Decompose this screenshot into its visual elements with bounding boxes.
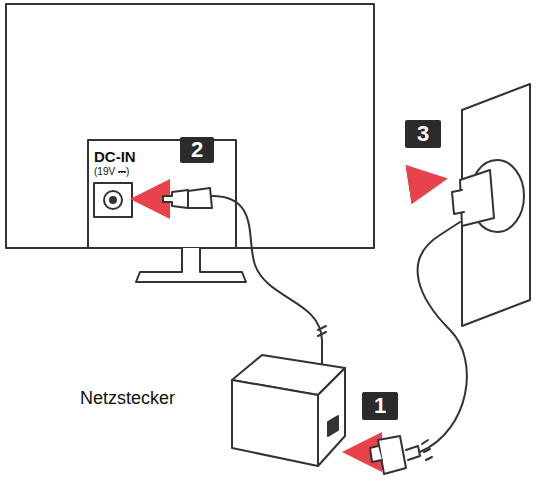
insert-arrow	[412, 180, 438, 184]
callout-number: 2	[180, 137, 214, 163]
wall-plug	[460, 170, 494, 226]
dc-port	[94, 183, 132, 217]
port-label-panel: DC-IN(19V ⎓)	[92, 148, 172, 180]
ac-cable	[418, 222, 467, 452]
callout-number: 3	[405, 120, 441, 148]
dc-plug	[163, 190, 188, 208]
port-name: DC-IN	[94, 148, 136, 165]
part-name: Netzstecker	[80, 388, 175, 409]
insert-arrow	[352, 450, 372, 455]
port-rating: (19V ⎓)	[94, 166, 129, 178]
ac-plug	[378, 436, 406, 474]
callout-number: 1	[362, 392, 398, 420]
insert-arrow	[140, 197, 160, 202]
monitor-back	[6, 4, 374, 248]
dc-cable	[212, 196, 322, 364]
monitor-stand	[136, 248, 246, 282]
